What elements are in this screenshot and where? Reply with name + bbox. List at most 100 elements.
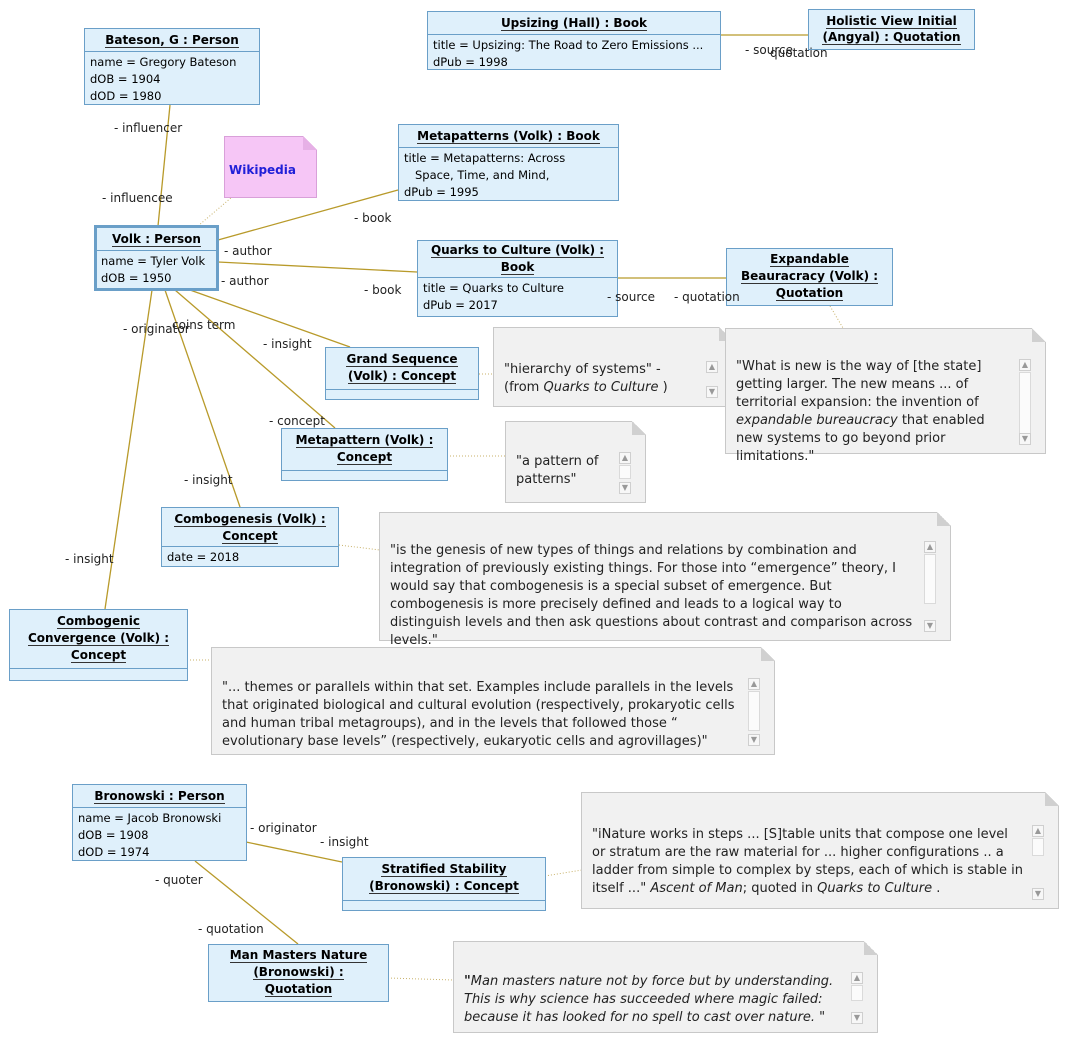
object-quarks[interactable]: Quarks to Culture (Volk) : Book title = …	[417, 240, 618, 317]
object-bronowski[interactable]: Bronowski : Person name = Jacob Bronowsk…	[72, 784, 247, 861]
object-title: Bateson, G : Person	[105, 33, 239, 48]
note-scrollbar[interactable]: ▲▼	[1019, 359, 1031, 445]
note-scrollbar[interactable]: ▲▼	[924, 541, 936, 632]
role-label-coins-term: coins term	[172, 318, 236, 332]
attr-dob: dOB = 1950	[101, 271, 172, 285]
role-label-insight-2: - insight	[184, 473, 233, 487]
scroll-track[interactable]	[924, 554, 936, 604]
attr-dpub: dPub = 1995	[404, 185, 479, 199]
scroll-up-icon[interactable]: ▲	[1019, 359, 1031, 371]
attr-title: title = Metapatterns: Across	[404, 151, 566, 165]
scroll-down-icon[interactable]: ▼	[748, 734, 760, 746]
object-title: Bronowski : Person	[94, 789, 225, 804]
role-label-quotation-top: quotation	[770, 46, 828, 60]
scroll-track[interactable]	[748, 691, 760, 731]
note-scrollbar[interactable]: ▲▼	[1032, 825, 1044, 900]
note-quote-open: "	[464, 974, 471, 989]
role-label-insight-3: - insight	[65, 552, 114, 566]
scroll-down-icon[interactable]: ▼	[924, 620, 936, 632]
object-combogenic-convergence[interactable]: Combogenic Convergence (Volk) : Concept	[9, 609, 188, 681]
scroll-up-icon[interactable]: ▲	[748, 678, 760, 690]
scroll-up-icon[interactable]: ▲	[1032, 825, 1044, 837]
object-title: Holistic View Initial (Angyal) : Quotati…	[822, 14, 961, 45]
object-metapatterns-book[interactable]: Metapatterns (Volk) : Book title = Metap…	[398, 124, 619, 201]
role-label-source: - source	[745, 43, 793, 57]
role-label-concept: - concept	[269, 414, 325, 428]
scroll-track[interactable]	[1032, 838, 1044, 856]
attr-name: name = Tyler Volk	[101, 254, 206, 268]
note-text-mid: ; quoted in	[742, 881, 818, 896]
scroll-down-icon[interactable]: ▼	[1019, 433, 1031, 445]
scroll-up-icon[interactable]: ▲	[851, 972, 863, 984]
object-title: Quarks to Culture (Volk) : Book	[430, 243, 605, 275]
note-text: "is the genesis of new types of things a…	[390, 543, 913, 648]
attr-dod: dOD = 1974	[78, 845, 150, 859]
object-title: Man Masters Nature (Bronowski) : Quotati…	[229, 948, 368, 997]
note-text: "hierarchy of systems" - (from	[504, 362, 661, 395]
scroll-down-icon[interactable]: ▼	[706, 386, 718, 398]
note-fold-icon	[1032, 328, 1046, 342]
note-fold-icon	[303, 136, 317, 150]
scroll-track[interactable]	[1019, 372, 1031, 442]
role-label-influencer: - influencer	[114, 121, 183, 135]
object-title: Volk : Person	[112, 232, 201, 247]
note-book-ref: Ascent of Man	[650, 881, 743, 896]
note-metapattern: "a pattern of patterns" ▲▼	[505, 421, 646, 503]
scroll-down-icon[interactable]: ▼	[851, 1012, 863, 1024]
note-man-masters-nature: "Man masters nature not by force but by …	[453, 941, 878, 1033]
scroll-up-icon[interactable]: ▲	[706, 361, 718, 373]
object-expandable[interactable]: Expandable Beauracracy (Volk) : Quotatio…	[726, 248, 893, 306]
note-book-ref-2: Quarks to Culture	[817, 881, 933, 896]
note-fold-icon	[1045, 792, 1059, 806]
attr-title-cont: Space, Time, and Mind,	[404, 168, 550, 182]
object-upsizing[interactable]: Upsizing (Hall) : Book title = Upsizing:…	[427, 11, 721, 70]
object-metapattern-concept[interactable]: Metapattern (Volk) : Concept	[281, 428, 448, 481]
object-man-masters-nature[interactable]: Man Masters Nature (Bronowski) : Quotati…	[208, 944, 389, 1002]
note-fold-icon	[864, 941, 878, 955]
scroll-track[interactable]	[851, 985, 863, 1001]
anchor-combogenesis-note	[338, 544, 381, 551]
wikipedia-link[interactable]: Wikipedia	[229, 163, 296, 177]
note-emphasis: expandable bureaucracy	[736, 413, 898, 428]
note-text: Man masters nature not by force but by u…	[464, 974, 834, 1025]
note-scrollbar[interactable]: ▲▼	[851, 972, 863, 1024]
role-label-author-1: - author	[224, 244, 272, 258]
object-combogenesis[interactable]: Combogenesis (Volk) : Concept date = 201…	[161, 507, 339, 567]
object-title: Metapatterns (Volk) : Book	[417, 129, 600, 144]
scroll-up-icon[interactable]: ▲	[924, 541, 936, 553]
scroll-track[interactable]	[619, 465, 631, 479]
object-grand-sequence[interactable]: Grand Sequence (Volk) : Concept	[325, 347, 479, 400]
scroll-down-icon[interactable]: ▼	[1032, 888, 1044, 900]
attr-name: name = Jacob Bronowski	[78, 811, 222, 825]
note-book-ref: Quarks to Culture	[543, 380, 659, 395]
anchor-mastersnature-note	[387, 977, 455, 981]
object-title: Combogenic Convergence (Volk) : Concept	[27, 614, 170, 663]
object-title: Combogenesis (Volk) : Concept	[174, 512, 326, 544]
note-fold-icon	[761, 647, 775, 661]
wikipedia-link-note[interactable]: Wikipedia	[224, 136, 317, 198]
note-combogenic-convergence: "... themes or parallels within that set…	[211, 647, 775, 755]
attr-dob: dOB = 1908	[78, 828, 149, 842]
note-fold-icon	[632, 421, 646, 435]
attr-dpub: dPub = 2017	[423, 298, 498, 312]
object-title: Grand Sequence (Volk) : Concept	[346, 352, 458, 384]
attr-name: name = Gregory Bateson	[90, 55, 237, 69]
object-bateson[interactable]: Bateson, G : Person name = Gregory Bates…	[84, 28, 260, 105]
scroll-up-icon[interactable]: ▲	[619, 452, 631, 464]
note-text-end: )	[658, 380, 668, 395]
object-volk[interactable]: Volk : Person name = Tyler Volk dOB = 195…	[94, 225, 219, 291]
note-scrollbar[interactable]: ▲▼	[748, 678, 760, 746]
attr-date: date = 2018	[167, 550, 240, 564]
object-holistic[interactable]: Holistic View Initial (Angyal) : Quotati…	[808, 9, 975, 50]
note-text-end: that enabled new systems to go beyond pr…	[736, 413, 985, 464]
role-label-quotation-2: - quotation	[674, 290, 740, 304]
note-scrollbar[interactable]: ▲▼	[619, 452, 631, 494]
link-volk-quarks	[217, 261, 418, 273]
object-stratified-stability[interactable]: Stratified Stability (Bronowski) : Conce…	[342, 857, 546, 911]
note-text: "iNature works in steps ... [S]table uni…	[592, 827, 1023, 896]
note-scrollbar[interactable]: ▲▼	[706, 361, 718, 398]
role-label-quotation-3: - quotation	[198, 922, 264, 936]
scroll-down-icon[interactable]: ▼	[619, 482, 631, 494]
role-label-insight-1: - insight	[263, 337, 312, 351]
note-text-end: .	[932, 881, 941, 896]
